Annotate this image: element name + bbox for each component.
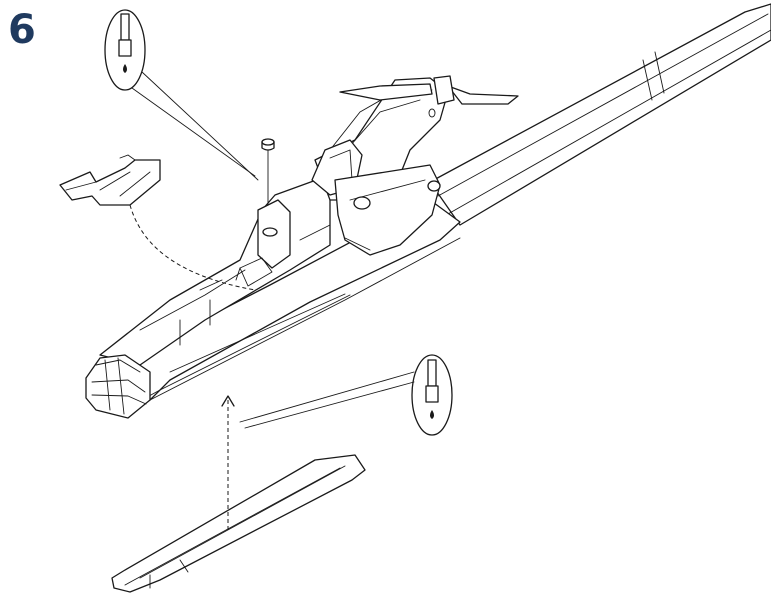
glue-tube-icon [425,359,439,419]
motor-pod [299,77,449,256]
glue-tube-icon [118,13,132,73]
canopy-clip [59,154,256,291]
glue-callout-bottom [239,354,453,436]
propeller [339,75,519,105]
step-number: 6 [8,7,36,53]
bottom-plate [111,395,366,593]
glue-callout-top [104,9,259,181]
magnet [261,138,275,206]
